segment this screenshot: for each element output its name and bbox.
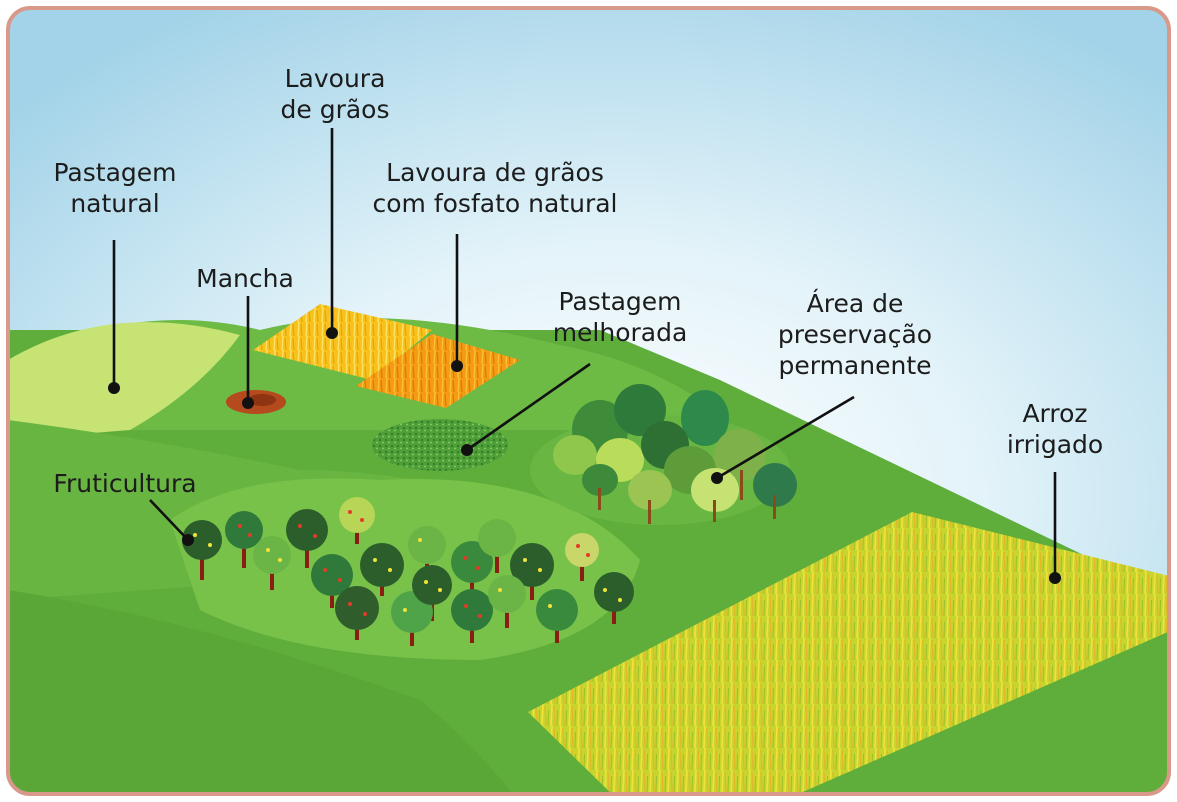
lavoura-fosfato-field bbox=[356, 334, 520, 408]
label-pastagem-natural: Pastagem natural bbox=[40, 157, 190, 219]
label-line: Mancha bbox=[196, 264, 294, 293]
label-line: Área de bbox=[806, 289, 904, 318]
label-area-preservacao: Área de preservação permanente bbox=[755, 288, 955, 381]
fruticultura-trees bbox=[182, 497, 634, 646]
label-lavoura-graos: Lavoura de grãos bbox=[265, 63, 405, 125]
label-line: permanente bbox=[778, 351, 932, 380]
frame-border bbox=[6, 6, 1171, 796]
preservacao-trees bbox=[530, 384, 797, 525]
label-line: natural bbox=[70, 189, 160, 218]
pastagem-melhorada-patch bbox=[372, 419, 508, 471]
label-line: Arroz bbox=[1022, 399, 1088, 428]
label-line: de grãos bbox=[280, 95, 390, 124]
label-line: Lavoura bbox=[284, 64, 386, 93]
label-pastagem-melhorada: Pastagem melhorada bbox=[530, 286, 710, 348]
label-line: Pastagem bbox=[53, 158, 177, 187]
label-line: melhorada bbox=[552, 318, 688, 347]
leader-dots bbox=[108, 327, 1061, 584]
label-fruticultura: Fruticultura bbox=[30, 468, 220, 499]
front-slope bbox=[8, 590, 520, 794]
pastagem-natural-hill bbox=[8, 322, 240, 440]
label-line: irrigado bbox=[1006, 430, 1104, 459]
label-line: Lavoura de grãos bbox=[386, 158, 604, 187]
label-lavoura-fosfato: Lavoura de grãos com fosfato natural bbox=[345, 157, 645, 219]
label-arroz-irrigado: Arroz irrigado bbox=[990, 398, 1120, 460]
lavoura-graos-field bbox=[253, 304, 432, 380]
arroz-irrigado-field bbox=[528, 512, 1169, 794]
label-line: com fosfato natural bbox=[372, 189, 618, 218]
label-mancha: Mancha bbox=[180, 263, 310, 294]
label-line: preservação bbox=[777, 320, 933, 349]
leader-lines bbox=[112, 128, 1057, 578]
label-line: Fruticultura bbox=[53, 469, 197, 498]
label-line: Pastagem bbox=[558, 287, 682, 316]
